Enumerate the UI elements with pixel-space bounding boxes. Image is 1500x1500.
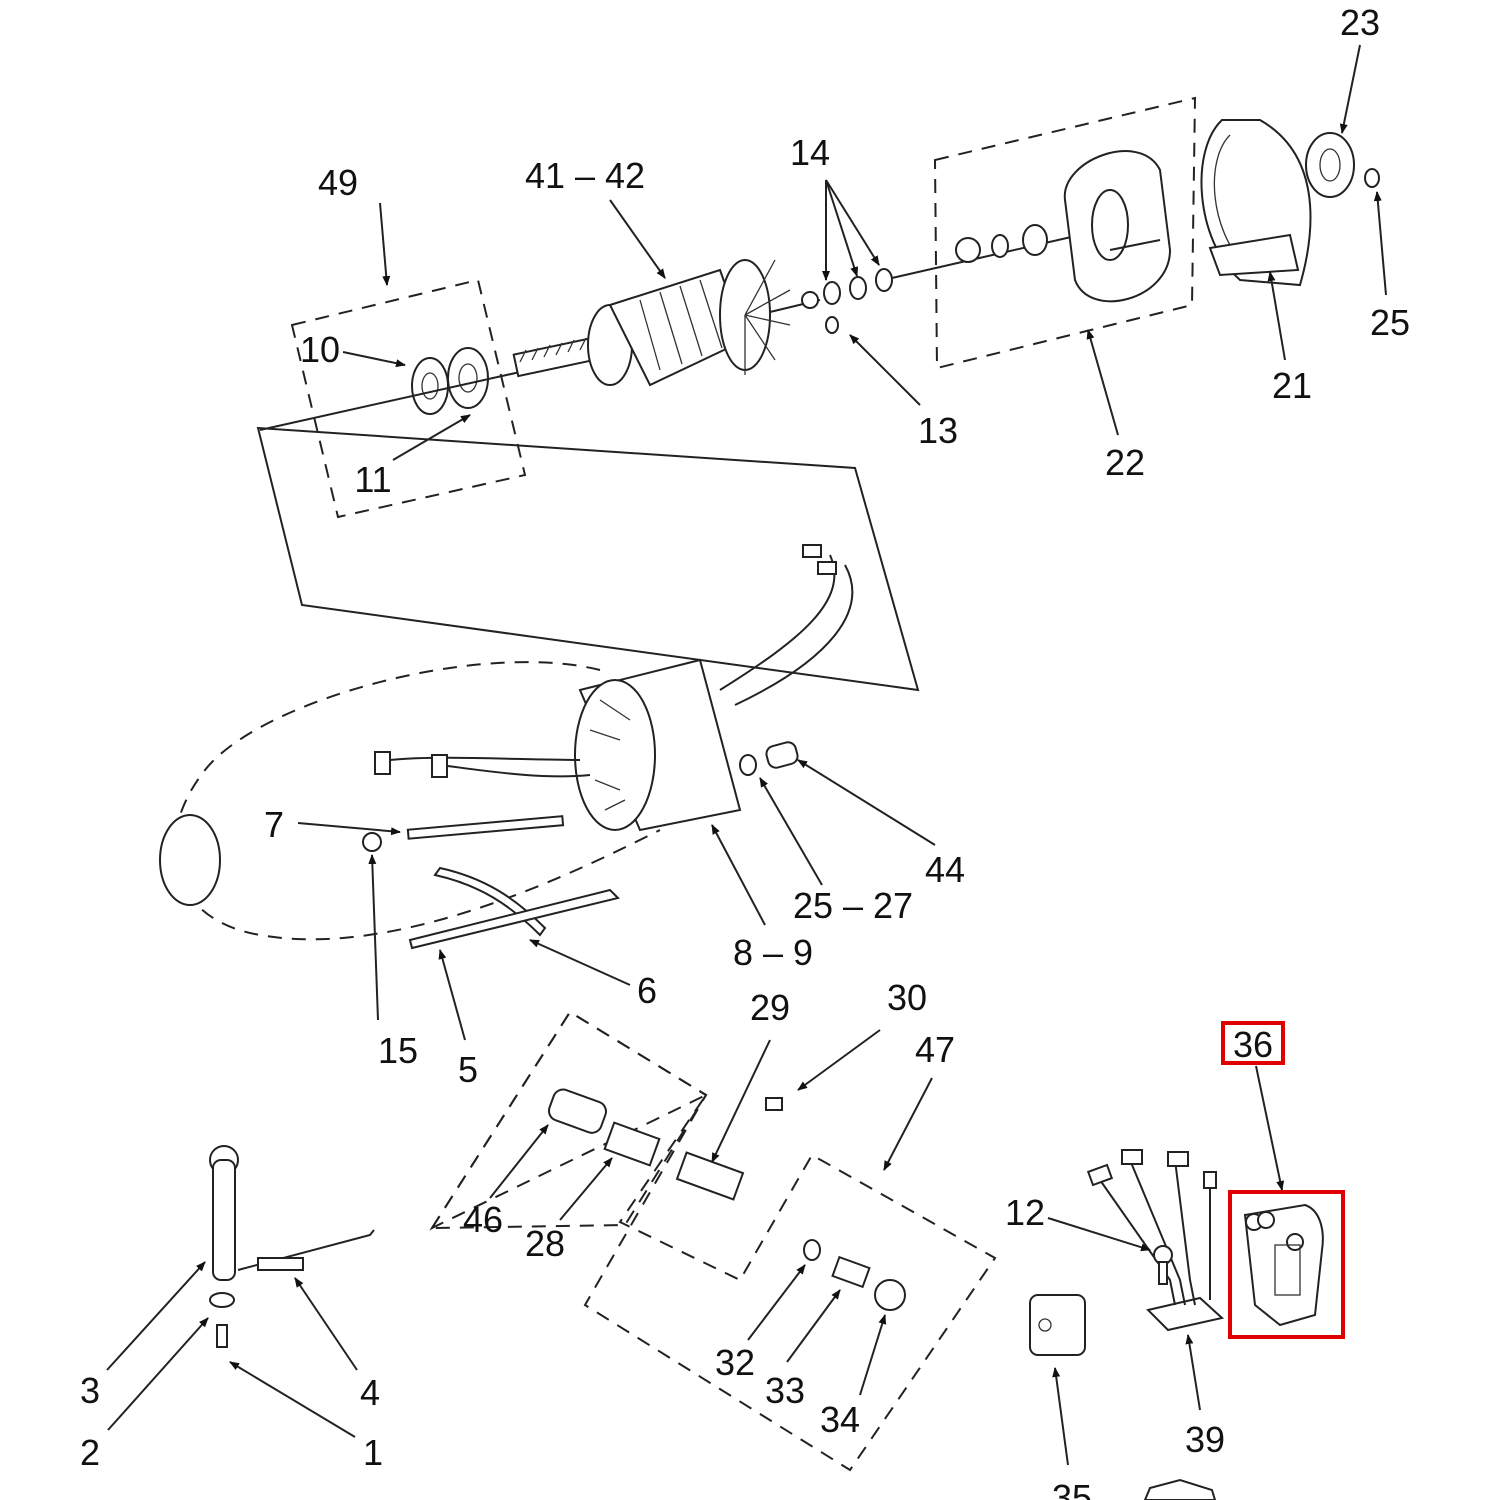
label-14: 14 bbox=[790, 132, 830, 173]
brush-holder-group bbox=[429, 1010, 997, 1472]
field-group-outline bbox=[256, 426, 920, 692]
nut-25 bbox=[1364, 168, 1380, 188]
part-30 bbox=[765, 1097, 783, 1111]
washer-2 bbox=[209, 1292, 235, 1308]
bearing-23 bbox=[1305, 132, 1355, 198]
label-30: 30 bbox=[887, 977, 927, 1018]
bushing-46 bbox=[547, 1088, 607, 1134]
label-13: 13 bbox=[918, 410, 958, 451]
label-22: 22 bbox=[1105, 442, 1145, 483]
brush-28 bbox=[603, 1121, 661, 1167]
label-8-9: 8 – 9 bbox=[733, 932, 813, 973]
bracket-21 bbox=[1200, 119, 1312, 287]
part-bottom bbox=[1143, 1478, 1217, 1500]
part-6 bbox=[433, 866, 547, 937]
bearing-group-49 bbox=[259, 278, 527, 519]
switch-part-36 bbox=[1243, 1203, 1324, 1327]
label-5: 5 bbox=[458, 1049, 478, 1090]
bearing-11 bbox=[447, 347, 489, 409]
screw-1 bbox=[216, 1324, 228, 1348]
label-44: 44 bbox=[925, 849, 965, 890]
part-5 bbox=[408, 888, 620, 950]
highlight-box-part-36 bbox=[1228, 1190, 1345, 1339]
label-36: 36 bbox=[1233, 1024, 1273, 1065]
label-2: 2 bbox=[80, 1432, 100, 1473]
label-15: 15 bbox=[378, 1030, 418, 1071]
label-7: 7 bbox=[264, 804, 284, 845]
spring-4 bbox=[257, 1257, 304, 1271]
label-11: 11 bbox=[354, 459, 391, 500]
label-6: 6 bbox=[637, 970, 657, 1011]
end-bell-group-22 bbox=[933, 96, 1197, 370]
label-47: 47 bbox=[915, 1029, 955, 1070]
label-4: 4 bbox=[360, 1372, 380, 1413]
label-25-27: 25 – 27 bbox=[793, 885, 913, 926]
callout-labels: 49 41 – 42 14 23 25 10 21 13 22 11 7 44 … bbox=[80, 2, 1410, 1500]
label-1: 1 bbox=[363, 1432, 383, 1473]
label-33: 33 bbox=[765, 1370, 805, 1411]
armature-41-42 bbox=[512, 259, 821, 387]
screw-7 bbox=[406, 815, 565, 840]
label-29: 29 bbox=[750, 987, 790, 1028]
label-25-top: 25 bbox=[1370, 302, 1410, 343]
lever-group bbox=[209, 1145, 375, 1348]
terminal-plate-39 bbox=[1086, 1149, 1225, 1332]
label-28: 28 bbox=[525, 1223, 565, 1264]
lockwasher-15 bbox=[362, 832, 382, 852]
spacer-25-27 bbox=[739, 754, 757, 776]
label-23: 23 bbox=[1340, 2, 1380, 43]
label-12: 12 bbox=[1005, 1192, 1045, 1233]
field-housing-8-9 bbox=[159, 544, 854, 941]
label-46: 46 bbox=[463, 1199, 503, 1240]
label-21: 21 bbox=[1272, 365, 1312, 406]
brush-29 bbox=[675, 1151, 745, 1201]
sleeve-44 bbox=[765, 741, 799, 769]
label-10: 10 bbox=[300, 329, 340, 370]
brush-cap-35 bbox=[1029, 1294, 1086, 1356]
cap-34 bbox=[874, 1279, 906, 1311]
label-34: 34 bbox=[820, 1399, 860, 1440]
label-32: 32 bbox=[715, 1342, 755, 1383]
highlight-box-label-36 bbox=[1221, 1021, 1285, 1065]
spring-33 bbox=[831, 1255, 871, 1289]
leader-lines bbox=[106, 44, 1387, 1466]
label-49: 49 bbox=[318, 162, 358, 203]
cap-32 bbox=[803, 1239, 821, 1261]
screw-12 bbox=[1153, 1245, 1173, 1285]
part-13 bbox=[825, 316, 839, 334]
label-3: 3 bbox=[80, 1370, 100, 1411]
washers-14 bbox=[823, 234, 1081, 334]
label-41-42: 41 – 42 bbox=[525, 155, 645, 196]
label-39: 39 bbox=[1185, 1419, 1225, 1460]
label-35: 35 bbox=[1052, 1477, 1092, 1500]
bearing-10 bbox=[411, 357, 449, 415]
